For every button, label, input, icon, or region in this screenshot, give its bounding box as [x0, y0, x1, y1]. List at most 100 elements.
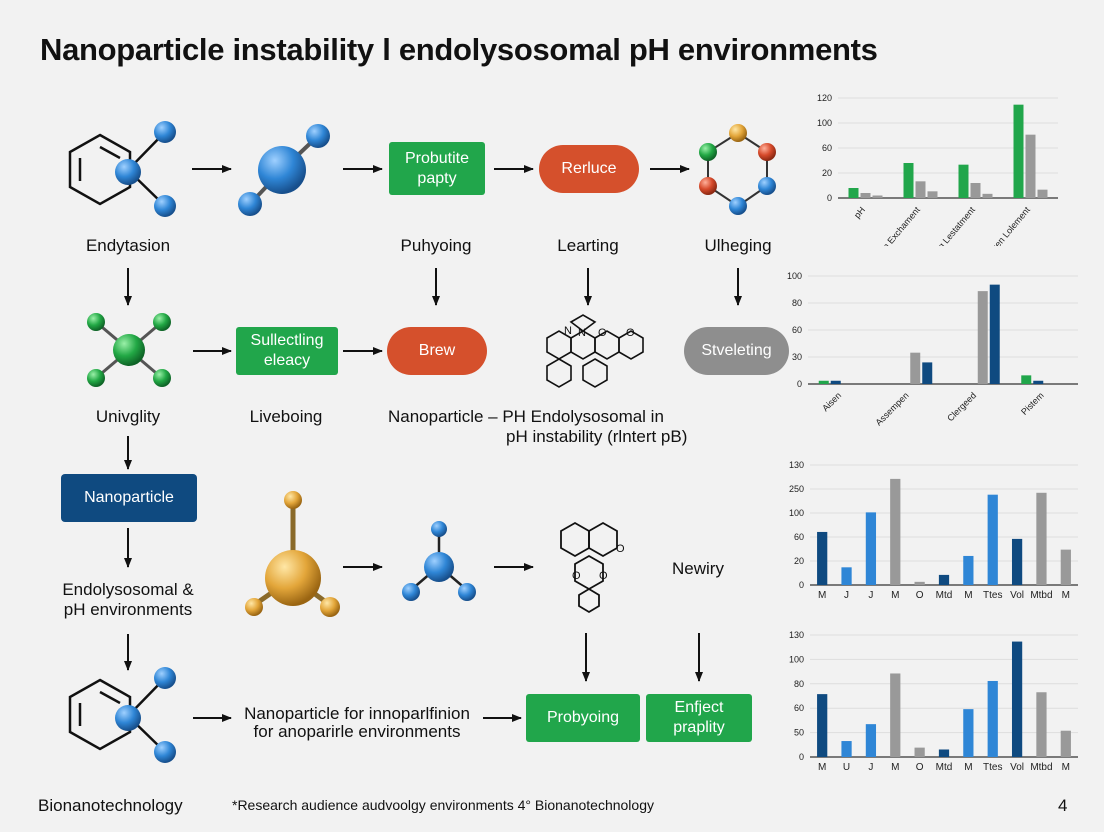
bar [922, 362, 933, 384]
y-tick-label: 20 [822, 168, 832, 178]
x-tick-label: J [868, 762, 873, 773]
step-label: Ulheging [704, 236, 772, 255]
bar [982, 193, 993, 198]
bar [1036, 492, 1047, 585]
x-tick-label: J [844, 590, 849, 601]
y-tick-label: 80 [794, 679, 804, 689]
page-number: 4 [1058, 796, 1068, 815]
svg-text:O: O [626, 327, 635, 339]
y-tick-label: 100 [787, 271, 802, 281]
x-tick-label: Clergeed [945, 390, 978, 423]
caption-line: pH instability (rlntert pB) [506, 427, 688, 446]
y-tick-label: 0 [827, 193, 832, 203]
x-tick-label: M [891, 590, 899, 601]
caption-line: for anoparirle environments [253, 722, 461, 741]
y-tick-label: 100 [789, 508, 804, 518]
x-tick-label: M [1062, 590, 1070, 601]
blue-molecule-icon [238, 124, 330, 216]
bar [1060, 730, 1071, 757]
bar [1021, 375, 1032, 384]
bar [989, 284, 1000, 384]
step-label: Endolysosomal & [62, 580, 194, 599]
atom-icon [154, 195, 176, 217]
footer-brand: Bionanotechnology [38, 796, 183, 815]
bar [987, 680, 998, 757]
bar [890, 478, 901, 585]
atom-icon [115, 705, 141, 731]
x-tick-label: Ttes [983, 590, 1002, 601]
bar [1011, 538, 1023, 585]
bar [1036, 692, 1047, 757]
bar [958, 164, 969, 198]
bar [977, 291, 988, 384]
x-tick-label: Pistem [1019, 390, 1046, 417]
x-tick-label: Vol [1010, 590, 1024, 601]
process-box-stveleting: Stveleting [684, 327, 789, 375]
y-tick-label: 80 [792, 298, 802, 308]
bar [817, 694, 828, 757]
process-box-nanoparticle: Nanoparticle [61, 474, 197, 522]
bar [865, 512, 877, 585]
process-box-enfject: Enfject praplity [646, 694, 752, 742]
y-tick-label: 60 [822, 143, 832, 153]
bar [818, 380, 829, 384]
bar [1011, 641, 1023, 757]
step-label: Univglity [95, 407, 161, 426]
step-label: Learting [557, 236, 619, 255]
bar [841, 741, 852, 757]
x-tick-label: pH [852, 205, 867, 220]
step-label: Puhyoing [400, 236, 472, 255]
bar [963, 555, 974, 585]
bar [938, 574, 950, 585]
x-tick-label: M [1062, 762, 1070, 773]
bar [860, 193, 871, 198]
step-label: Newiry [672, 559, 724, 578]
x-tick-label: O [916, 762, 924, 773]
caption-line: Nanoparticle for innoparlfinion [244, 704, 470, 723]
bar [1025, 134, 1036, 198]
x-tick-label: Vol [1010, 762, 1024, 773]
green-molecule-icon [87, 313, 171, 387]
ring-molecule-icon [699, 124, 776, 215]
svg-text:O: O [572, 570, 581, 582]
bar [830, 380, 841, 384]
process-box-probutite: Probutite papty [389, 142, 485, 195]
svg-text:O: O [598, 327, 607, 339]
x-tick-label: Mtd [936, 590, 953, 601]
x-tick-label: Assempen [874, 390, 911, 427]
bar [987, 494, 998, 585]
footer-note: *Research audience audvoolgy environment… [232, 797, 654, 813]
process-box-brew: Brew [387, 327, 487, 375]
y-tick-label: 130 [789, 630, 804, 640]
bar [914, 581, 925, 585]
tetra-molecule-icon [402, 521, 476, 601]
x-tick-label: J [868, 590, 873, 601]
bar [963, 709, 974, 757]
bar [1037, 189, 1048, 198]
y-tick-label: 120 [817, 93, 832, 103]
x-tick-label: M [818, 762, 826, 773]
page-title: Nanoparticle instability l endolysosomal… [40, 32, 878, 67]
svg-text:N: N [578, 327, 586, 339]
flow-arrows-down1 [124, 268, 742, 306]
y-tick-label: 60 [794, 703, 804, 713]
y-tick-label: 50 [794, 728, 804, 738]
bar [927, 191, 938, 198]
caption-line: Nanoparticle – PH Endolysosomal in [388, 407, 664, 426]
bar [1033, 380, 1044, 384]
bar [848, 188, 859, 198]
y-tick-label: 30 [792, 352, 802, 362]
polycyclic-structure-icon [546, 314, 644, 388]
y-tick-label: 130 [789, 460, 804, 470]
bar [1013, 104, 1024, 198]
bar [970, 183, 981, 198]
process-box-rerluce: Rerluce [539, 145, 639, 193]
y-tick-label: 0 [799, 752, 804, 762]
y-tick-label: 60 [794, 532, 804, 542]
y-tick-label: 100 [817, 118, 832, 128]
y-tick-label: 60 [792, 325, 802, 335]
